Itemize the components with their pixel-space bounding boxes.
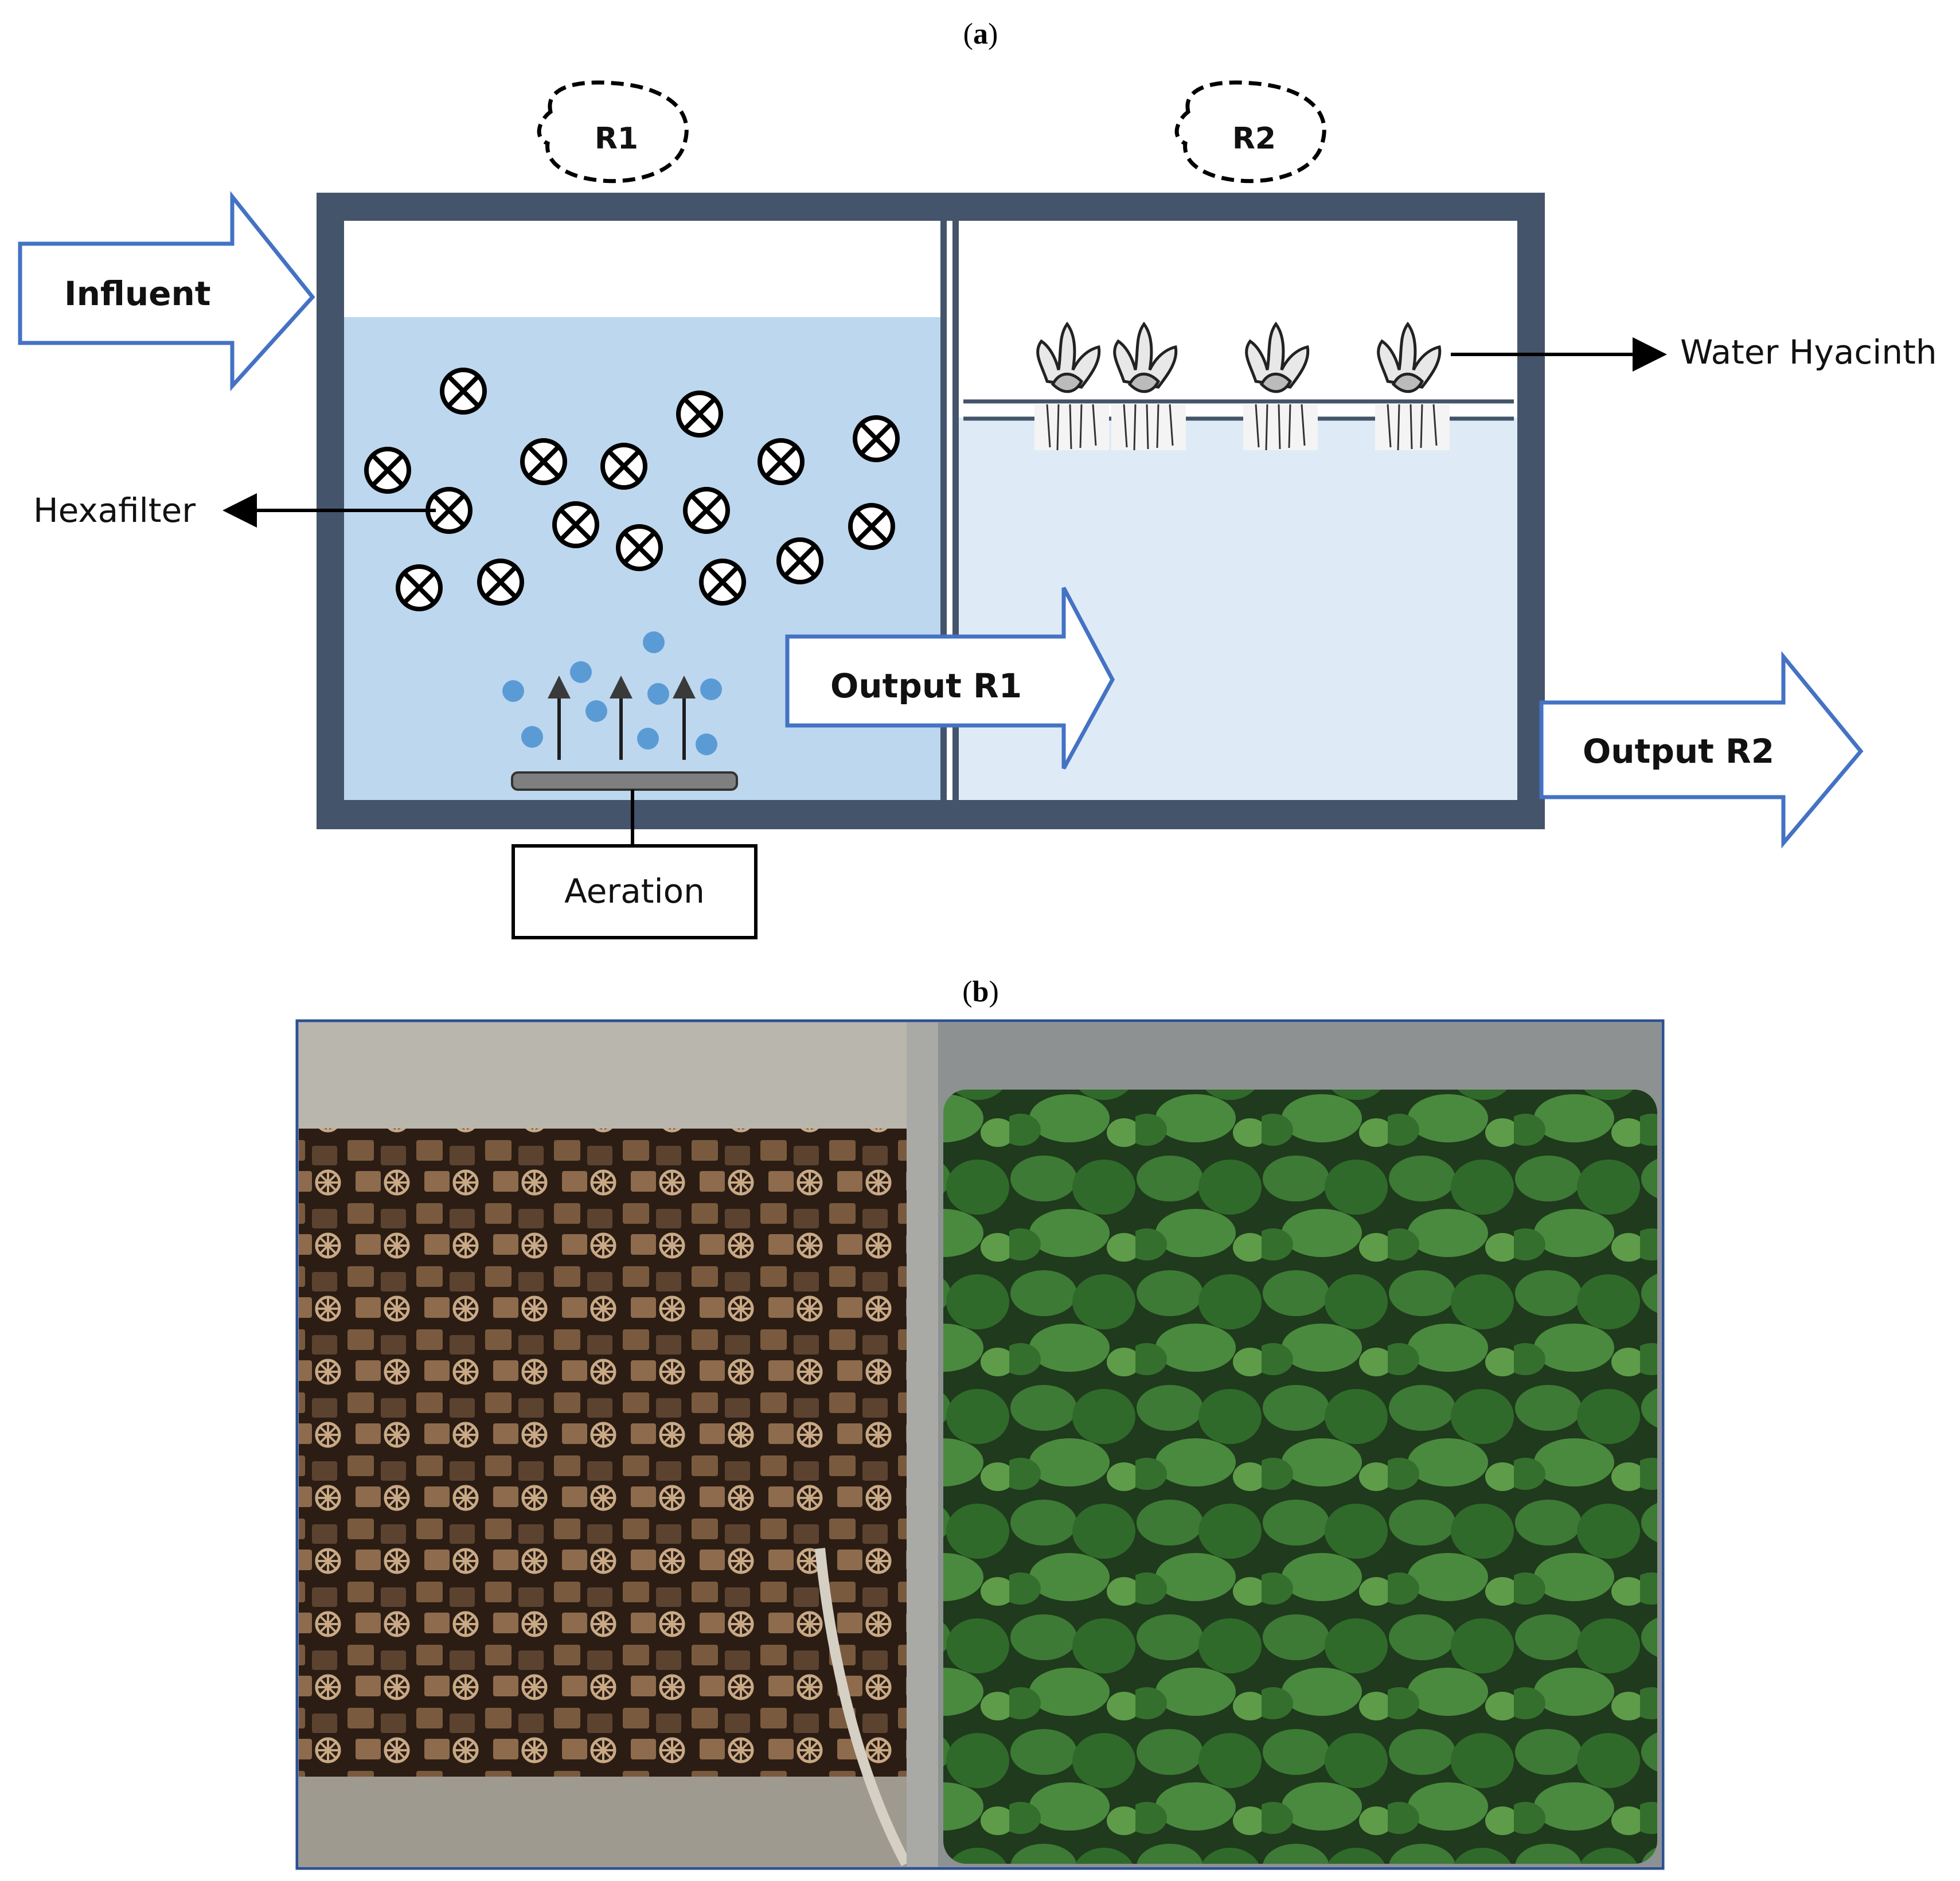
water-hyacinth-plants [1034,321,1450,451]
cross-circle-icon [477,559,524,606]
cross-circle-icon [364,447,411,494]
bubble-icon [521,726,543,748]
plant-icon [1243,321,1318,451]
divider-gap [947,221,952,800]
hexafilter-symbols [364,368,900,611]
bubble-icon [570,661,592,683]
up-arrow-icon [610,676,632,760]
cross-circle-icon [758,438,805,485]
left-compartment-rim [299,1023,907,1129]
cross-circle-icon [440,368,487,415]
up-arrow-icon [548,676,571,760]
hexafilter-label: Hexafilter [33,491,196,530]
reactor-photo [295,1019,1665,1870]
cross-circle-icon [396,564,443,611]
reactor-2-cloud-outline [1174,80,1326,184]
hexafilter-media [299,1129,907,1777]
water-hyacinth-plants [943,1090,1657,1864]
panel-a-label: (a) [963,18,998,50]
cross-circle-icon [600,443,647,490]
plant-icon [1111,321,1186,451]
output-r2-arrow [1539,651,1864,849]
aeration-diffuser [511,771,738,791]
up-arrow-icon [673,676,696,760]
reactor-2-label: R2 [1232,122,1276,156]
output-r1-arrow [785,587,1115,770]
influent-label: Influent [64,274,211,313]
bubble-icon [637,728,659,750]
bubble-icon [700,678,722,700]
cross-circle-icon [520,438,567,485]
cross-circle-icon [616,524,663,571]
cross-circle-icon [676,391,723,438]
plant-icon [1375,321,1450,451]
reactor-2-water [959,417,1517,800]
cross-circle-icon [699,559,746,606]
cross-circle-icon [552,501,599,548]
output-r2-label: Output R2 [1583,732,1775,771]
bubble-icon [585,700,607,722]
cross-circle-icon [853,415,900,462]
plant-icon [1034,321,1109,451]
bubble-icon [502,680,524,702]
reactor-1-cloud-outline [537,80,689,184]
aeration-tube [815,1548,911,1867]
reactor-1-label: R1 [594,122,639,156]
photo-divider [907,1023,938,1867]
water-hyacinth-label: Water Hyacinth [1680,333,1937,372]
left-bottom-ledge [299,1777,907,1867]
influent-arrow [18,191,315,392]
output-r1-label: Output R1 [830,666,1022,705]
reactor-diagram [18,80,1864,939]
aeration-bubbles [502,631,722,755]
aeration-arrows [548,676,696,760]
bubble-icon [647,683,669,705]
aeration-box [512,844,758,939]
cross-circle-icon [848,503,895,550]
panel-b-label: (b) [962,975,999,1008]
bubble-icon [696,733,717,755]
bubble-icon [643,631,665,653]
cross-circle-icon [683,487,730,534]
aeration-label: Aeration [564,872,705,911]
cross-circle-icon [776,537,823,584]
